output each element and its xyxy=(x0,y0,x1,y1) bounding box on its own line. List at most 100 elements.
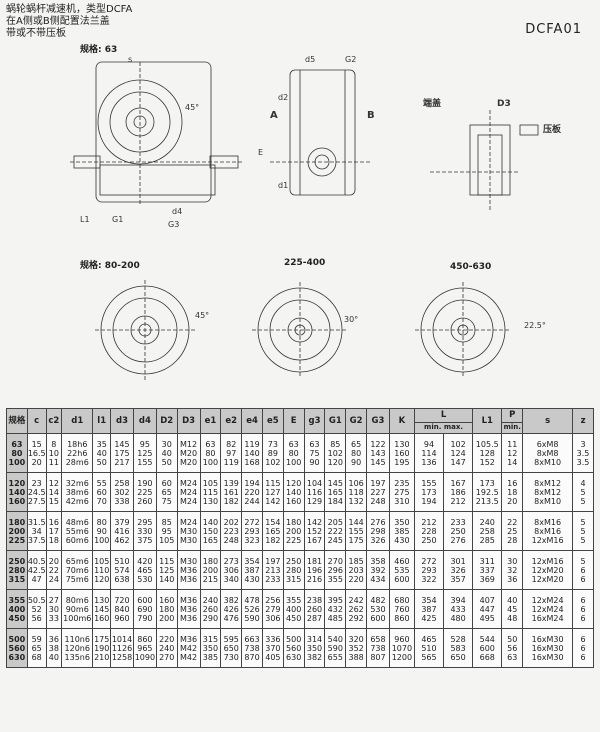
col-K: K xyxy=(388,408,415,434)
cell-D3: M24 M24 M24 xyxy=(176,472,201,512)
cell-Lmin: 272 293 322 xyxy=(413,550,445,590)
cell-e5: 256 279 306 xyxy=(261,589,284,629)
cell-e5: 154 165 182 xyxy=(261,511,284,551)
col-L: L min. max. xyxy=(413,408,474,434)
cell-d1: 48m6 55m6 60m6 xyxy=(61,511,94,551)
dim-d2: d2 xyxy=(278,93,288,102)
cell-d3: 145 175 217 xyxy=(110,433,134,473)
cell-size: 180 200 225 xyxy=(6,511,28,551)
cell-size: 63 80 100 xyxy=(6,433,28,473)
cell-l1: 35 40 50 xyxy=(92,433,112,473)
cell-P: 22 25 28 xyxy=(501,511,524,551)
cell-e1: 180 200 215 xyxy=(199,550,222,590)
cell-P: 50 56 63 xyxy=(501,628,524,668)
cell-e1: 240 260 290 xyxy=(199,589,222,629)
cell-d1: 80m6 90m6 100m6 xyxy=(61,589,94,629)
cell-G3: 482 530 600 xyxy=(366,589,390,629)
cell-e1: 63 80 100 xyxy=(199,433,222,473)
col-d1: d1 xyxy=(61,408,94,434)
cell-Lmax: 233 250 276 xyxy=(443,511,474,551)
cell-Lmax: 394 433 480 xyxy=(443,589,474,629)
flange-view-80-200 xyxy=(95,280,195,380)
table-head: 规格 c c2 d1 l1 d3 d4 D2 D3 e1 e2 e4 e5 E … xyxy=(6,408,594,434)
cell-s: 16xM30 16xM30 16xM30 xyxy=(522,628,574,668)
col-P: P min. xyxy=(501,408,524,434)
cell-D2: 115 125 140 xyxy=(155,550,178,590)
col-L-label: L xyxy=(440,409,447,420)
cell-Lmin: 94 114 136 xyxy=(413,433,445,473)
col-e1: e1 xyxy=(199,408,222,434)
side-view-63 xyxy=(270,69,372,196)
cell-e4: 354 387 430 xyxy=(241,550,263,590)
cell-s: 6xM8 8xM8 8xM10 xyxy=(522,433,574,473)
cell-size: 500 560 630 xyxy=(6,628,28,668)
cell-K: 680 760 860 xyxy=(388,589,415,629)
cell-L1: 105.5 128 152 xyxy=(472,433,503,473)
cell-e1: 315 350 385 xyxy=(199,628,222,668)
cell-g3: 142 152 167 xyxy=(303,511,326,551)
page-header: 蜗轮蜗杆减速机，类型DCFA 在A侧或B侧配置法兰盖 带或不带压板 xyxy=(6,4,132,40)
cell-d4: 190 225 260 xyxy=(132,472,157,512)
cell-d1: 65m6 70m6 75m6 xyxy=(61,550,94,590)
flange-view-450-630 xyxy=(415,282,511,378)
end-cap-label: 端盖 xyxy=(423,97,441,109)
dim-d1: d1 xyxy=(278,181,288,190)
col-c2: c2 xyxy=(45,408,63,434)
section-view-d3 xyxy=(430,110,539,210)
col-c: c xyxy=(26,408,47,434)
cell-e5: 115 127 142 xyxy=(261,472,284,512)
cell-d3: 379 416 462 xyxy=(110,511,134,551)
cell-l1: 130 145 160 xyxy=(92,589,112,629)
dim-g3: G3 xyxy=(168,220,179,229)
cell-c2: 20 22 24 xyxy=(45,550,63,590)
cell-Lmin: 212 228 250 xyxy=(413,511,445,551)
col-e2: e2 xyxy=(220,408,243,434)
cell-g3: 238 260 287 xyxy=(303,589,326,629)
cell-d1: 18h6 22h6 28m6 xyxy=(61,433,94,473)
dim-angle-45: 45° xyxy=(185,103,199,112)
cell-z: 6 6 6 xyxy=(572,628,594,668)
model-code: DCFA01 xyxy=(525,22,582,37)
cell-G3: 658 738 807 xyxy=(366,628,390,668)
cell-d1: 32m6 38m6 42m6 xyxy=(61,472,94,512)
cell-size: 250 280 315 xyxy=(6,550,28,590)
cell-e2: 139 161 182 xyxy=(220,472,243,512)
cell-P: 16 18 20 xyxy=(501,472,524,512)
cell-P: 11 12 14 xyxy=(501,433,524,473)
cell-D2: 85 95 105 xyxy=(155,511,178,551)
col-e4: e4 xyxy=(241,408,263,434)
cell-G3: 122 143 145 xyxy=(366,433,390,473)
cell-s: 12xM16 12xM20 12xM20 xyxy=(522,550,574,590)
title-line-2: 在A侧或B侧配置法兰盖 xyxy=(6,16,110,27)
cell-Lmin: 465 510 565 xyxy=(413,628,445,668)
cell-c2: 12 14 15 xyxy=(45,472,63,512)
col-L-max: max. xyxy=(443,422,464,431)
cell-D3: M30 M36 M36 xyxy=(176,550,201,590)
cell-E: 63 80 100 xyxy=(282,433,305,473)
side-b-label: B xyxy=(367,110,375,121)
cell-d3: 1014 1126 1258 xyxy=(110,628,134,668)
cell-c: 15 16.5 20 xyxy=(26,433,47,473)
dim-angle-30: 30° xyxy=(344,315,358,324)
dim-d4: d4 xyxy=(172,207,182,216)
cell-G1: 270 296 355 xyxy=(324,550,347,590)
cell-G3: 276 298 326 xyxy=(366,511,390,551)
d3-label: D3 xyxy=(497,99,511,109)
title-line-3: 带或不带压板 xyxy=(6,28,66,39)
cell-L1: 240 258 285 xyxy=(472,511,503,551)
cell-P: 30 32 36 xyxy=(501,550,524,590)
cell-K: 960 1070 1200 xyxy=(388,628,415,668)
cell-g3: 104 116 129 xyxy=(303,472,326,512)
cell-G1: 205 222 245 xyxy=(324,511,347,551)
cell-D2: 160 180 200 xyxy=(155,589,178,629)
cell-G2: 106 118 132 xyxy=(345,472,368,512)
col-s: s xyxy=(522,408,574,434)
dim-angle-45-b: 45° xyxy=(195,311,209,320)
cell-E: 355 400 450 xyxy=(282,589,305,629)
size-label-450-630: 450-630 xyxy=(450,262,492,272)
cell-E: 500 560 630 xyxy=(282,628,305,668)
